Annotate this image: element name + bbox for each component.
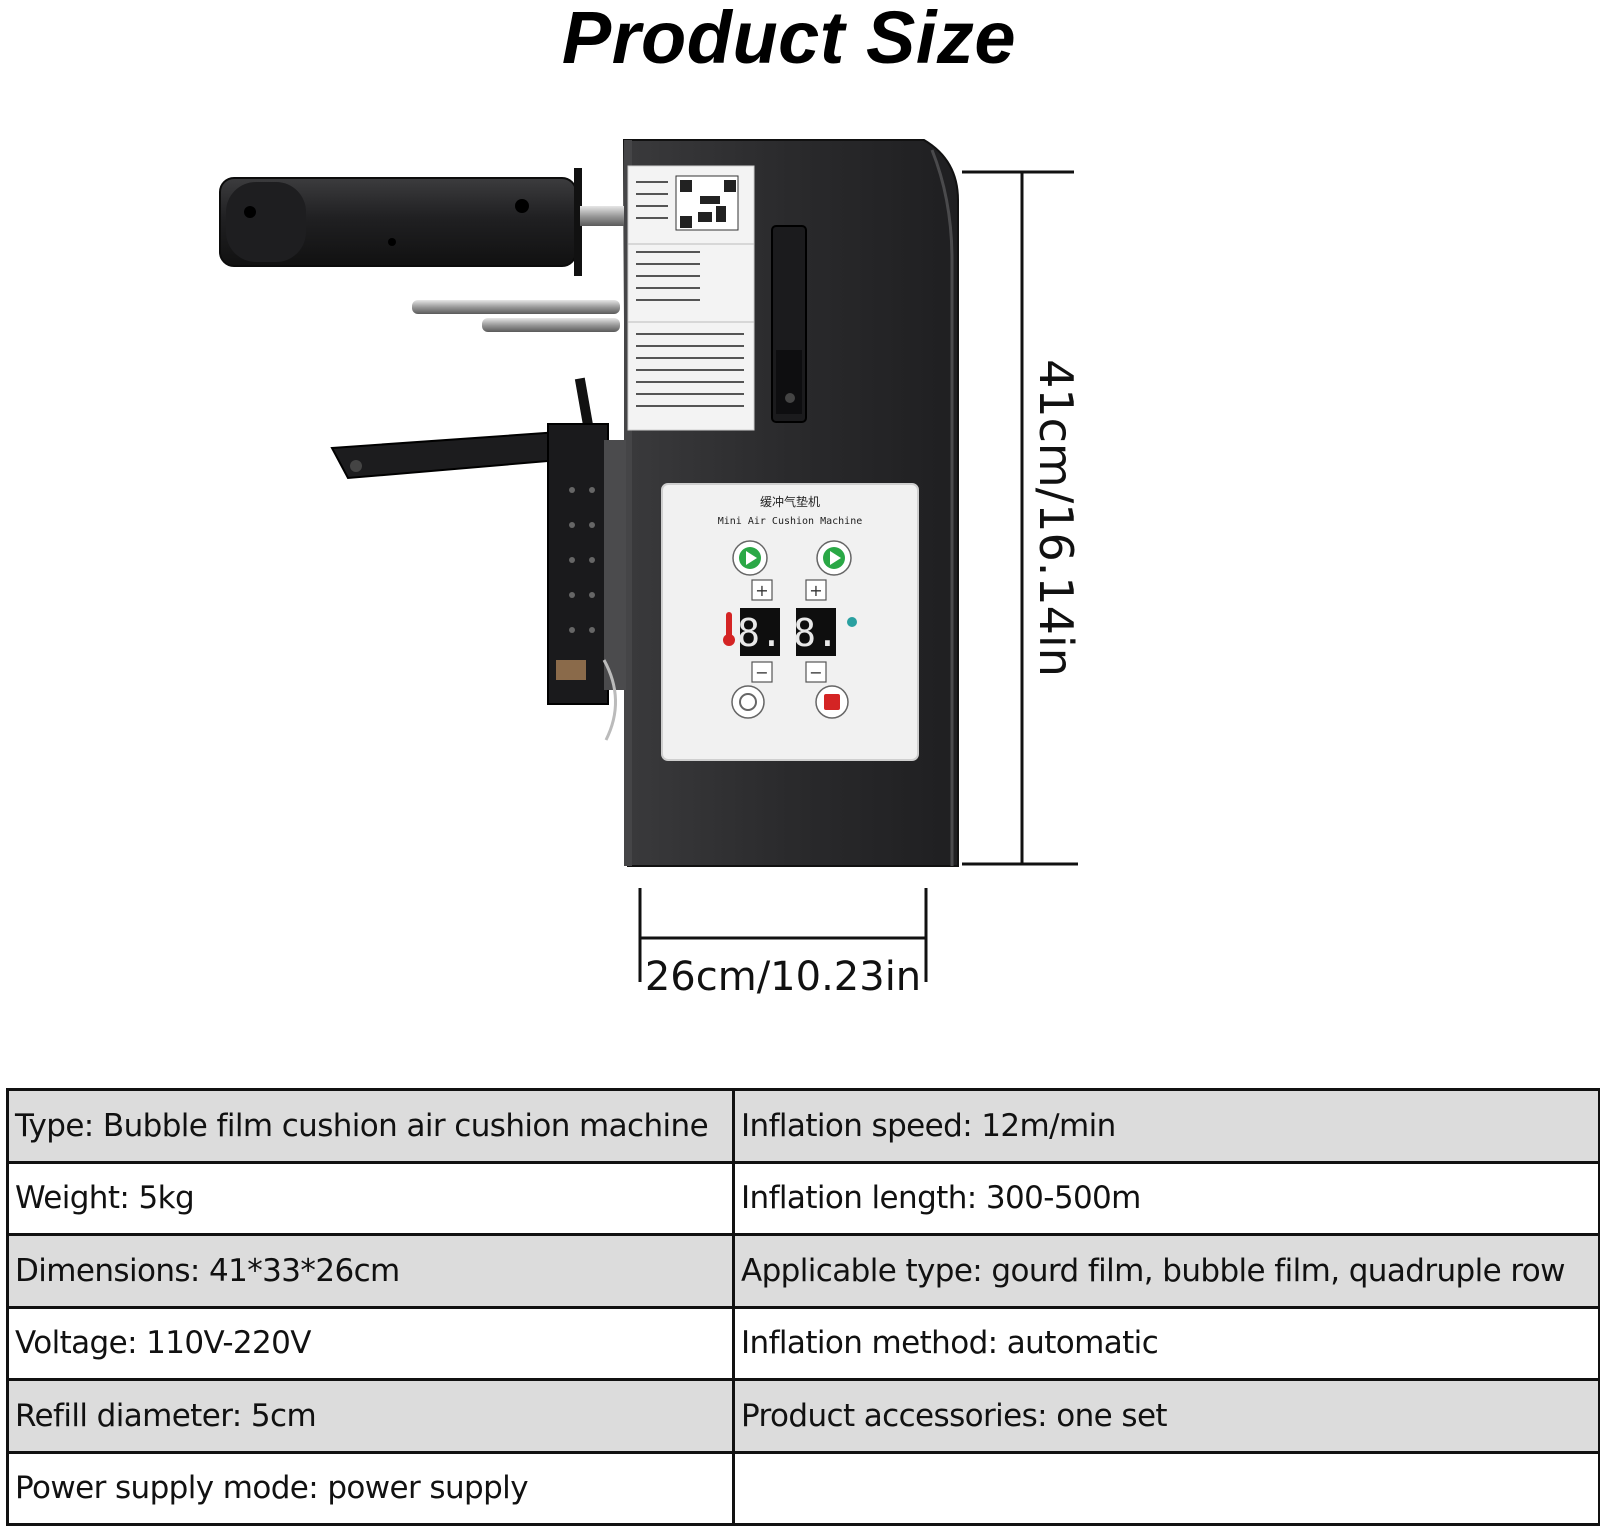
temperature-display: 8. — [737, 608, 783, 656]
speed-minus-button[interactable]: − — [805, 661, 827, 683]
spec-cell — [732, 1450, 1600, 1526]
control-panel: 缓冲气垫机 Mini Air Cushion Machine + + — [661, 483, 919, 761]
minus-label: − — [809, 663, 822, 682]
spec-cell: Weight: 5kg — [6, 1160, 735, 1236]
panel-label-en: Mini Air Cushion Machine — [718, 516, 863, 527]
start-left-button[interactable] — [732, 540, 768, 576]
spec-table: Type: Bubble film cushion air cushion ma… — [6, 1088, 1600, 1526]
sealing-block — [547, 423, 626, 741]
panel-label-cn: 缓冲气垫机 — [760, 494, 820, 509]
table-row: Voltage: 110V-220V Inflation method: aut… — [6, 1305, 1600, 1381]
width-label: 26cm/10.23in — [645, 954, 921, 1000]
plus-label: + — [809, 581, 822, 600]
speed-digit: 8. — [793, 611, 839, 655]
power-icon — [739, 693, 757, 711]
film-roller — [219, 168, 624, 276]
spec-cell: Inflation speed: 12m/min — [732, 1088, 1600, 1164]
start-right-button[interactable] — [816, 540, 852, 576]
guide-rods — [412, 300, 620, 332]
spec-cell: Inflation method: automatic — [732, 1305, 1600, 1381]
table-row: Dimensions: 41*33*26cm Applicable type: … — [6, 1233, 1600, 1309]
spec-cell: Type: Bubble film cushion air cushion ma… — [6, 1088, 735, 1164]
temperature-plus-button[interactable]: + — [751, 579, 773, 601]
temperature-minus-button[interactable]: − — [751, 661, 773, 683]
thermometer-icon — [723, 612, 735, 646]
temperature-digit: 8. — [737, 611, 783, 655]
table-row: Type: Bubble film cushion air cushion ma… — [6, 1088, 1600, 1164]
spec-cell: Inflation length: 300-500m — [732, 1160, 1600, 1236]
spec-cell: Voltage: 110V-220V — [6, 1305, 735, 1381]
spec-cell: Power supply mode: power supply — [6, 1450, 735, 1526]
fan-icon — [847, 617, 857, 627]
spec-cell: Refill diameter: 5cm — [6, 1378, 735, 1454]
stop-button[interactable] — [815, 685, 849, 719]
height-dimension: 41cm/16.14in — [962, 170, 1083, 866]
height-label: 41cm/16.14in — [1029, 359, 1083, 677]
plus-label: + — [755, 581, 768, 600]
table-row: Power supply mode: power supply — [6, 1450, 1600, 1526]
table-row: Refill diameter: 5cm Product accessories… — [6, 1378, 1600, 1454]
speed-plus-button[interactable]: + — [805, 579, 827, 601]
spec-cell: Dimensions: 41*33*26cm — [6, 1233, 735, 1309]
width-dimension: 26cm/10.23in — [638, 888, 928, 1000]
page-title: Product Size — [561, 0, 1017, 79]
instruction-labels — [627, 165, 755, 431]
spec-cell: Applicable type: gourd film, bubble film… — [732, 1233, 1600, 1309]
spec-cell: Product accessories: one set — [732, 1378, 1600, 1454]
product-figure: 缓冲气垫机 Mini Air Cushion Machine + + — [219, 139, 1083, 1000]
stop-icon — [824, 694, 840, 710]
minus-label: − — [755, 663, 768, 682]
power-button[interactable] — [731, 685, 765, 719]
speed-display: 8. — [793, 608, 839, 656]
top-handle — [771, 225, 807, 423]
table-row: Weight: 5kg Inflation length: 300-500m — [6, 1160, 1600, 1236]
